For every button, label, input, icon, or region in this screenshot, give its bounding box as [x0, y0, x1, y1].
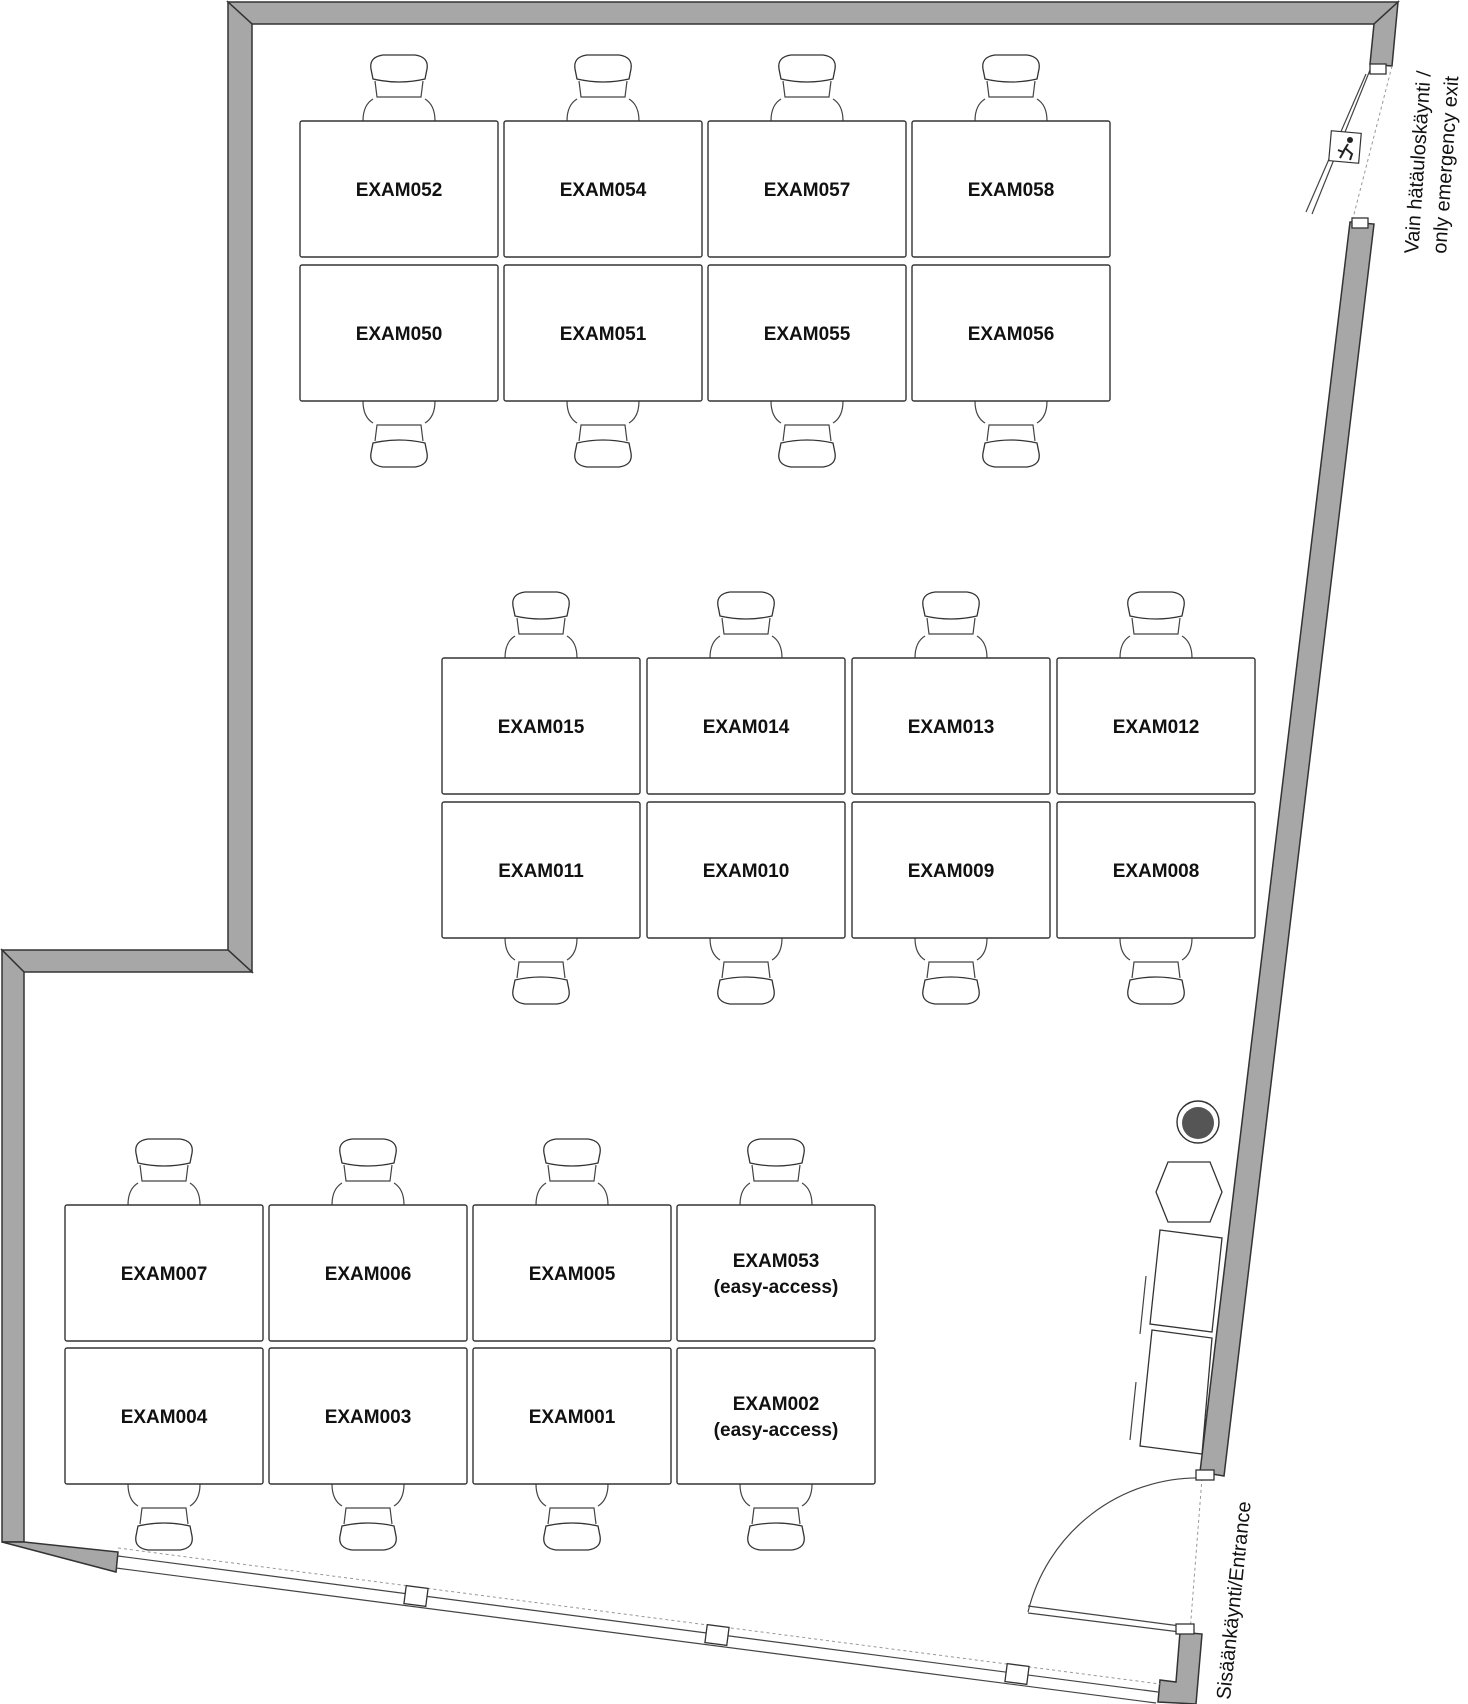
desk-surface	[64, 1204, 264, 1342]
wall-bottom-right-corner	[1157, 1631, 1203, 1704]
desk-label: EXAM008	[1113, 861, 1200, 882]
desk-surface	[441, 801, 641, 939]
desk-label: EXAM053	[733, 1251, 820, 1272]
exam-desk-053[interactable]: EXAM053 (easy-access)	[676, 1138, 876, 1342]
desk-label: EXAM012	[1113, 717, 1200, 738]
desk-label: EXAM050	[356, 324, 443, 345]
desk-surface	[472, 1204, 672, 1342]
wall-top	[226, 1, 1400, 25]
desk-label: EXAM009	[908, 861, 995, 882]
desk-surface	[268, 1347, 468, 1485]
exam-desk-050[interactable]: EXAM050	[299, 264, 499, 468]
desk-surface	[503, 120, 703, 258]
exam-desk-007[interactable]: EXAM007	[64, 1138, 264, 1342]
desk-surface	[707, 264, 907, 402]
desk-label: EXAM004	[121, 1407, 208, 1428]
window-bottom	[115, 1547, 1161, 1704]
emergency-exit-label-line2: only emergency exit	[1429, 75, 1463, 254]
desk-surface	[851, 801, 1051, 939]
desk-label: EXAM054	[560, 180, 647, 201]
desk-surface	[911, 264, 1111, 402]
desk-surface	[676, 1204, 876, 1342]
walls	[0, 0, 1400, 1704]
exam-desk-051[interactable]: EXAM051	[503, 264, 703, 468]
desk-surface	[503, 264, 703, 402]
desk-surface	[299, 264, 499, 402]
exam-desk-009[interactable]: EXAM009	[851, 801, 1051, 1005]
exam-desk-011[interactable]: EXAM011	[441, 801, 641, 1005]
desk-surface	[707, 120, 907, 258]
desk-label: EXAM052	[356, 180, 443, 201]
desk-label: EXAM058	[968, 180, 1055, 201]
exam-desk-010[interactable]: EXAM010	[646, 801, 846, 1005]
desk-label: EXAM003	[325, 1407, 412, 1428]
desk-label: EXAM055	[764, 324, 851, 345]
exam-desk-015[interactable]: EXAM015	[441, 591, 641, 795]
coat-rack	[1129, 1229, 1223, 1455]
wall-step-horizontal	[0, 949, 254, 973]
desk-surface	[64, 1347, 264, 1485]
entrance-door[interactable]	[1027, 1469, 1215, 1635]
desk-label: EXAM051	[560, 324, 647, 345]
running-person-exit-icon	[1328, 130, 1362, 164]
side-table	[1155, 1161, 1223, 1223]
exam-desk-013[interactable]: EXAM013	[851, 591, 1051, 795]
desk-surface	[472, 1347, 672, 1485]
desk-label: EXAM013	[908, 717, 995, 738]
exam-desk-056[interactable]: EXAM056	[911, 264, 1111, 468]
desk-surface	[646, 801, 846, 939]
desk-label: EXAM001	[529, 1407, 616, 1428]
desk-label: EXAM014	[703, 717, 790, 738]
desk-surface	[1056, 801, 1256, 939]
desk-note: (easy-access)	[714, 1277, 839, 1298]
desk-label: EXAM005	[529, 1264, 616, 1285]
desk-note: (easy-access)	[714, 1420, 839, 1441]
desk-label: EXAM010	[703, 861, 790, 882]
desk-label: EXAM006	[325, 1264, 412, 1285]
desk-label: EXAM056	[968, 324, 1055, 345]
exam-desk-012[interactable]: EXAM012	[1056, 591, 1256, 795]
desk-label: EXAM007	[121, 1264, 208, 1285]
exam-desk-054[interactable]: EXAM054	[503, 54, 703, 258]
exam-desk-008[interactable]: EXAM008	[1056, 801, 1256, 1005]
exam-desk-005[interactable]: EXAM005	[472, 1138, 672, 1342]
desk-surface	[268, 1204, 468, 1342]
exam-desk-003[interactable]: EXAM003	[268, 1347, 468, 1551]
wall-bottom-left-segment	[1, 1541, 119, 1573]
exam-desk-004[interactable]: EXAM004	[64, 1347, 264, 1551]
exam-desk-058[interactable]: EXAM058	[911, 54, 1111, 258]
exam-desk-002[interactable]: EXAM002 (easy-access)	[676, 1347, 876, 1551]
wall-inner-left-vertical	[227, 0, 253, 974]
desk-label: EXAM057	[764, 180, 851, 201]
desk-surface	[911, 120, 1111, 258]
desk-label: EXAM015	[498, 717, 585, 738]
entrance-label: Sisäänkäynti/Entrance	[1213, 1500, 1256, 1700]
desk-surface	[646, 657, 846, 795]
desk-label: EXAM002	[733, 1394, 820, 1415]
exam-desk-001[interactable]: EXAM001	[472, 1347, 672, 1551]
desk-surface	[676, 1347, 876, 1485]
exam-desk-052[interactable]: EXAM052	[299, 54, 499, 258]
desk-surface	[299, 120, 499, 258]
exam-desk-057[interactable]: EXAM057	[707, 54, 907, 258]
desk-label: EXAM011	[498, 861, 584, 882]
exam-desk-055[interactable]: EXAM055	[707, 264, 907, 468]
desk-surface	[851, 657, 1051, 795]
exam-desk-006[interactable]: EXAM006	[268, 1138, 468, 1342]
wall-left-outer	[1, 948, 25, 1543]
desk-surface	[1056, 657, 1256, 795]
desk-surface	[441, 657, 641, 795]
waste-bin-icon	[1176, 1100, 1220, 1144]
exam-desk-014[interactable]: EXAM014	[646, 591, 846, 795]
